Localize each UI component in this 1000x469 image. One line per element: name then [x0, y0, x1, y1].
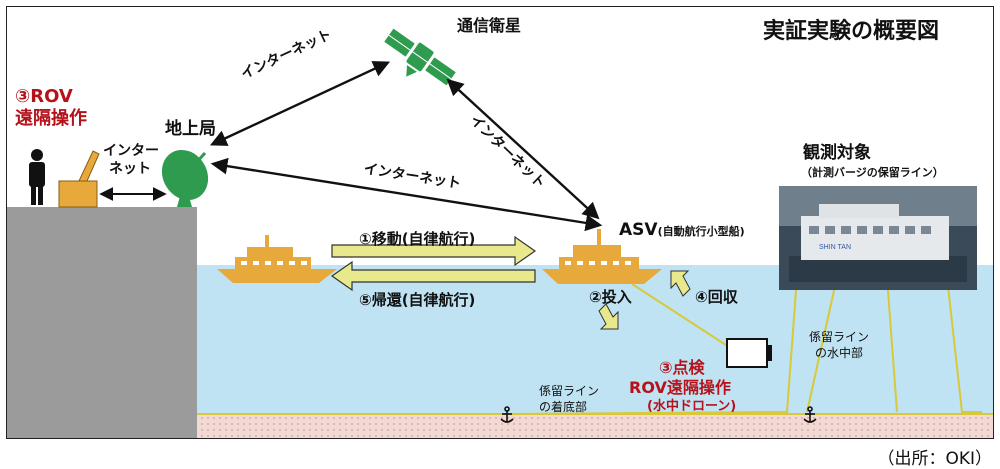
step-inspect-label-line2: ROV遠隔操作 [629, 378, 731, 397]
satellite-dish-icon [161, 149, 209, 207]
asv-boat-icon [542, 229, 662, 284]
diagram-frame: SHIN TAN 実証実験の概要図 通信衛星 地上局 ③ROV 遠隔操作 インタ… [6, 6, 994, 439]
return-arrow [330, 260, 536, 292]
anchor-icon [500, 406, 514, 423]
diagram-title: 実証実験の概要図 [763, 19, 940, 44]
local-internet-label-line2: ネット [109, 161, 151, 177]
satellite-icon [384, 28, 456, 86]
diagram-canvas [7, 28, 993, 438]
step-deploy-label: ②投入 [589, 288, 632, 306]
mooring-bottom-label-line1: 係留ライン [539, 384, 600, 398]
satellite-label: 通信衛星 [457, 16, 522, 35]
source-credit: （出所：OKI） [877, 449, 992, 469]
person-icon [29, 149, 45, 205]
observation-target-sublabel: （計測バージの保留ライン） [801, 166, 944, 179]
barge-photo: SHIN TAN [779, 186, 977, 290]
mooring-midwater-label-line2: の水中部 [815, 346, 864, 360]
local-internet-label-line1: インター [103, 143, 159, 159]
controller-box-icon [58, 150, 100, 208]
link-ground-asv [210, 157, 603, 232]
quay-land [7, 207, 197, 438]
step-move-label: ①移動(自律航行) [359, 230, 476, 248]
link-satellite-asv [446, 78, 600, 220]
rov-remote-label-line1: ③ROV [15, 86, 73, 107]
anchor-icon [803, 406, 817, 423]
mooring-bottom-label-line2: の着底部 [539, 400, 588, 414]
barge-name: SHIN TAN [819, 244, 851, 251]
link-ground-satellite [209, 61, 391, 146]
rov-remote-label-line2: 遠隔操作 [15, 108, 87, 129]
asv-label: ASV(自動航行小型船) [619, 221, 745, 240]
observation-target-label: 観測対象 [803, 143, 871, 163]
mooring-lines [506, 276, 982, 415]
step-inspect-label-line3: (水中ドローン) [647, 399, 737, 414]
step-inspect-label-line1: ③点検 [659, 358, 705, 377]
mooring-midwater-label-line1: 係留ライン [809, 330, 870, 344]
ground-station-label: 地上局 [165, 119, 216, 139]
recover-arrow [670, 270, 691, 297]
rov-tether [631, 283, 730, 348]
move-arrow [331, 235, 537, 267]
rov-icon [726, 338, 772, 368]
step-return-label: ⑤帰還(自律航行) [359, 291, 476, 309]
asv-label-main: ASV [619, 220, 658, 240]
ship-icon [217, 235, 337, 283]
deploy-arrow [598, 303, 619, 330]
step-recover-label: ④回収 [695, 288, 738, 306]
asv-label-sub: (自動航行小型船) [657, 225, 745, 238]
